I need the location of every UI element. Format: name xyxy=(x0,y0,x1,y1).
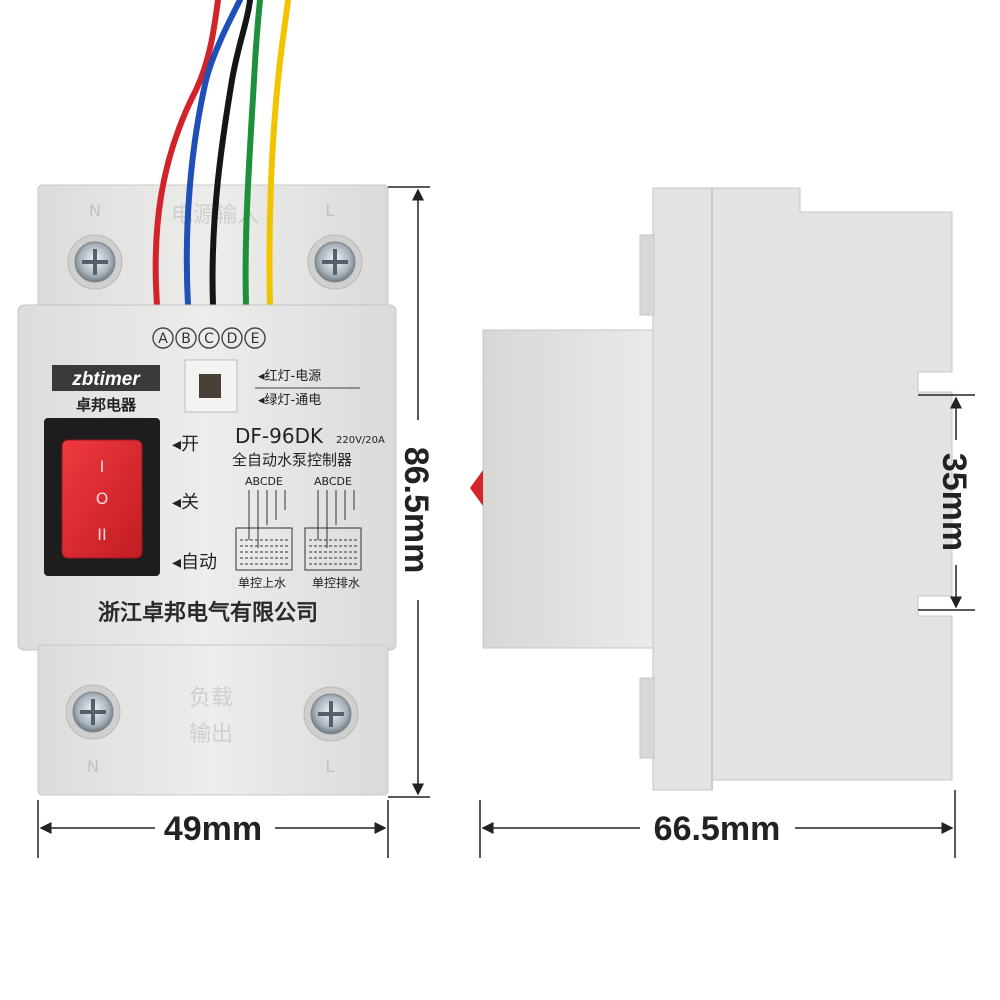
screw-bottom-left-icon xyxy=(65,684,121,740)
bottom-molded-text-2: 输出 xyxy=(189,722,233,747)
led-red-label: ◂红灯-电源 xyxy=(258,368,321,384)
rating: 220V/20A xyxy=(336,435,385,446)
screw-bottom-right-icon xyxy=(303,686,359,742)
led-indicator xyxy=(199,374,221,398)
brand-badge xyxy=(52,365,160,391)
black-wire xyxy=(209,0,253,308)
front-view: N L 电源输入 A xyxy=(17,0,397,796)
product-name: 全自动水泵控制器 xyxy=(232,451,352,469)
terminal-top-l: L xyxy=(326,201,335,220)
blue-wire xyxy=(183,0,243,308)
height-dimension: 86.5mm xyxy=(397,447,435,574)
switch-on-label: ◂开 xyxy=(172,434,199,455)
rail-dimension: 35mm xyxy=(935,453,973,551)
switch-off-label: ◂关 xyxy=(172,492,199,513)
wire-label-a: A xyxy=(158,331,168,347)
diagram-caption-2: 单控排水 xyxy=(312,576,360,590)
side-switch-tip xyxy=(470,470,483,506)
switch-mark-on: I xyxy=(100,457,105,476)
side-body xyxy=(652,187,953,791)
diagram-letters-2: ABCDE xyxy=(314,475,352,488)
wire-label-e: E xyxy=(251,331,260,347)
red-wire xyxy=(152,0,221,308)
side-view xyxy=(470,187,953,791)
wire-label-c: C xyxy=(204,331,214,347)
model-number: DF-96DK xyxy=(235,424,324,448)
company-name: 浙江卓邦电气有限公司 xyxy=(98,600,318,626)
screw-top-right-icon xyxy=(307,234,363,290)
terminal-top-n: N xyxy=(89,201,101,220)
wire-label-d: D xyxy=(227,331,238,347)
depth-dimension: 66.5mm xyxy=(654,810,781,848)
rocker-switch[interactable]: I O II xyxy=(61,439,143,559)
width-dimension: 49mm xyxy=(164,810,262,848)
diagram-caption-1: 单控上水 xyxy=(238,576,286,590)
terminal-bottom-n: N xyxy=(87,757,99,776)
switch-mark-off: O xyxy=(96,489,109,508)
switch-auto-label: ◂自动 xyxy=(172,552,217,573)
led-green-label: ◂绿灯-通电 xyxy=(258,393,321,408)
switch-mark-auto: II xyxy=(97,525,106,544)
wiring-diagram: ABCDE ABCDE 单控上水 单控排水 xyxy=(235,475,362,590)
diagram-letters-1: ABCDE xyxy=(245,475,283,488)
bottom-terminal-block xyxy=(37,644,389,796)
wire-labels: A B C D E xyxy=(152,327,266,349)
side-front-section xyxy=(482,329,654,649)
wire-label-b: B xyxy=(181,331,191,347)
dimension-lines xyxy=(37,186,975,858)
screw-top-left-icon xyxy=(67,234,123,290)
brand-name: zbtimer xyxy=(71,369,141,390)
brand-cn: 卓邦电器 xyxy=(76,396,137,414)
terminal-bottom-l: L xyxy=(326,757,335,776)
yellow-wire xyxy=(266,0,291,308)
bottom-molded-text-1: 负载 xyxy=(189,686,233,711)
wires xyxy=(152,0,291,308)
green-wire xyxy=(242,0,263,308)
